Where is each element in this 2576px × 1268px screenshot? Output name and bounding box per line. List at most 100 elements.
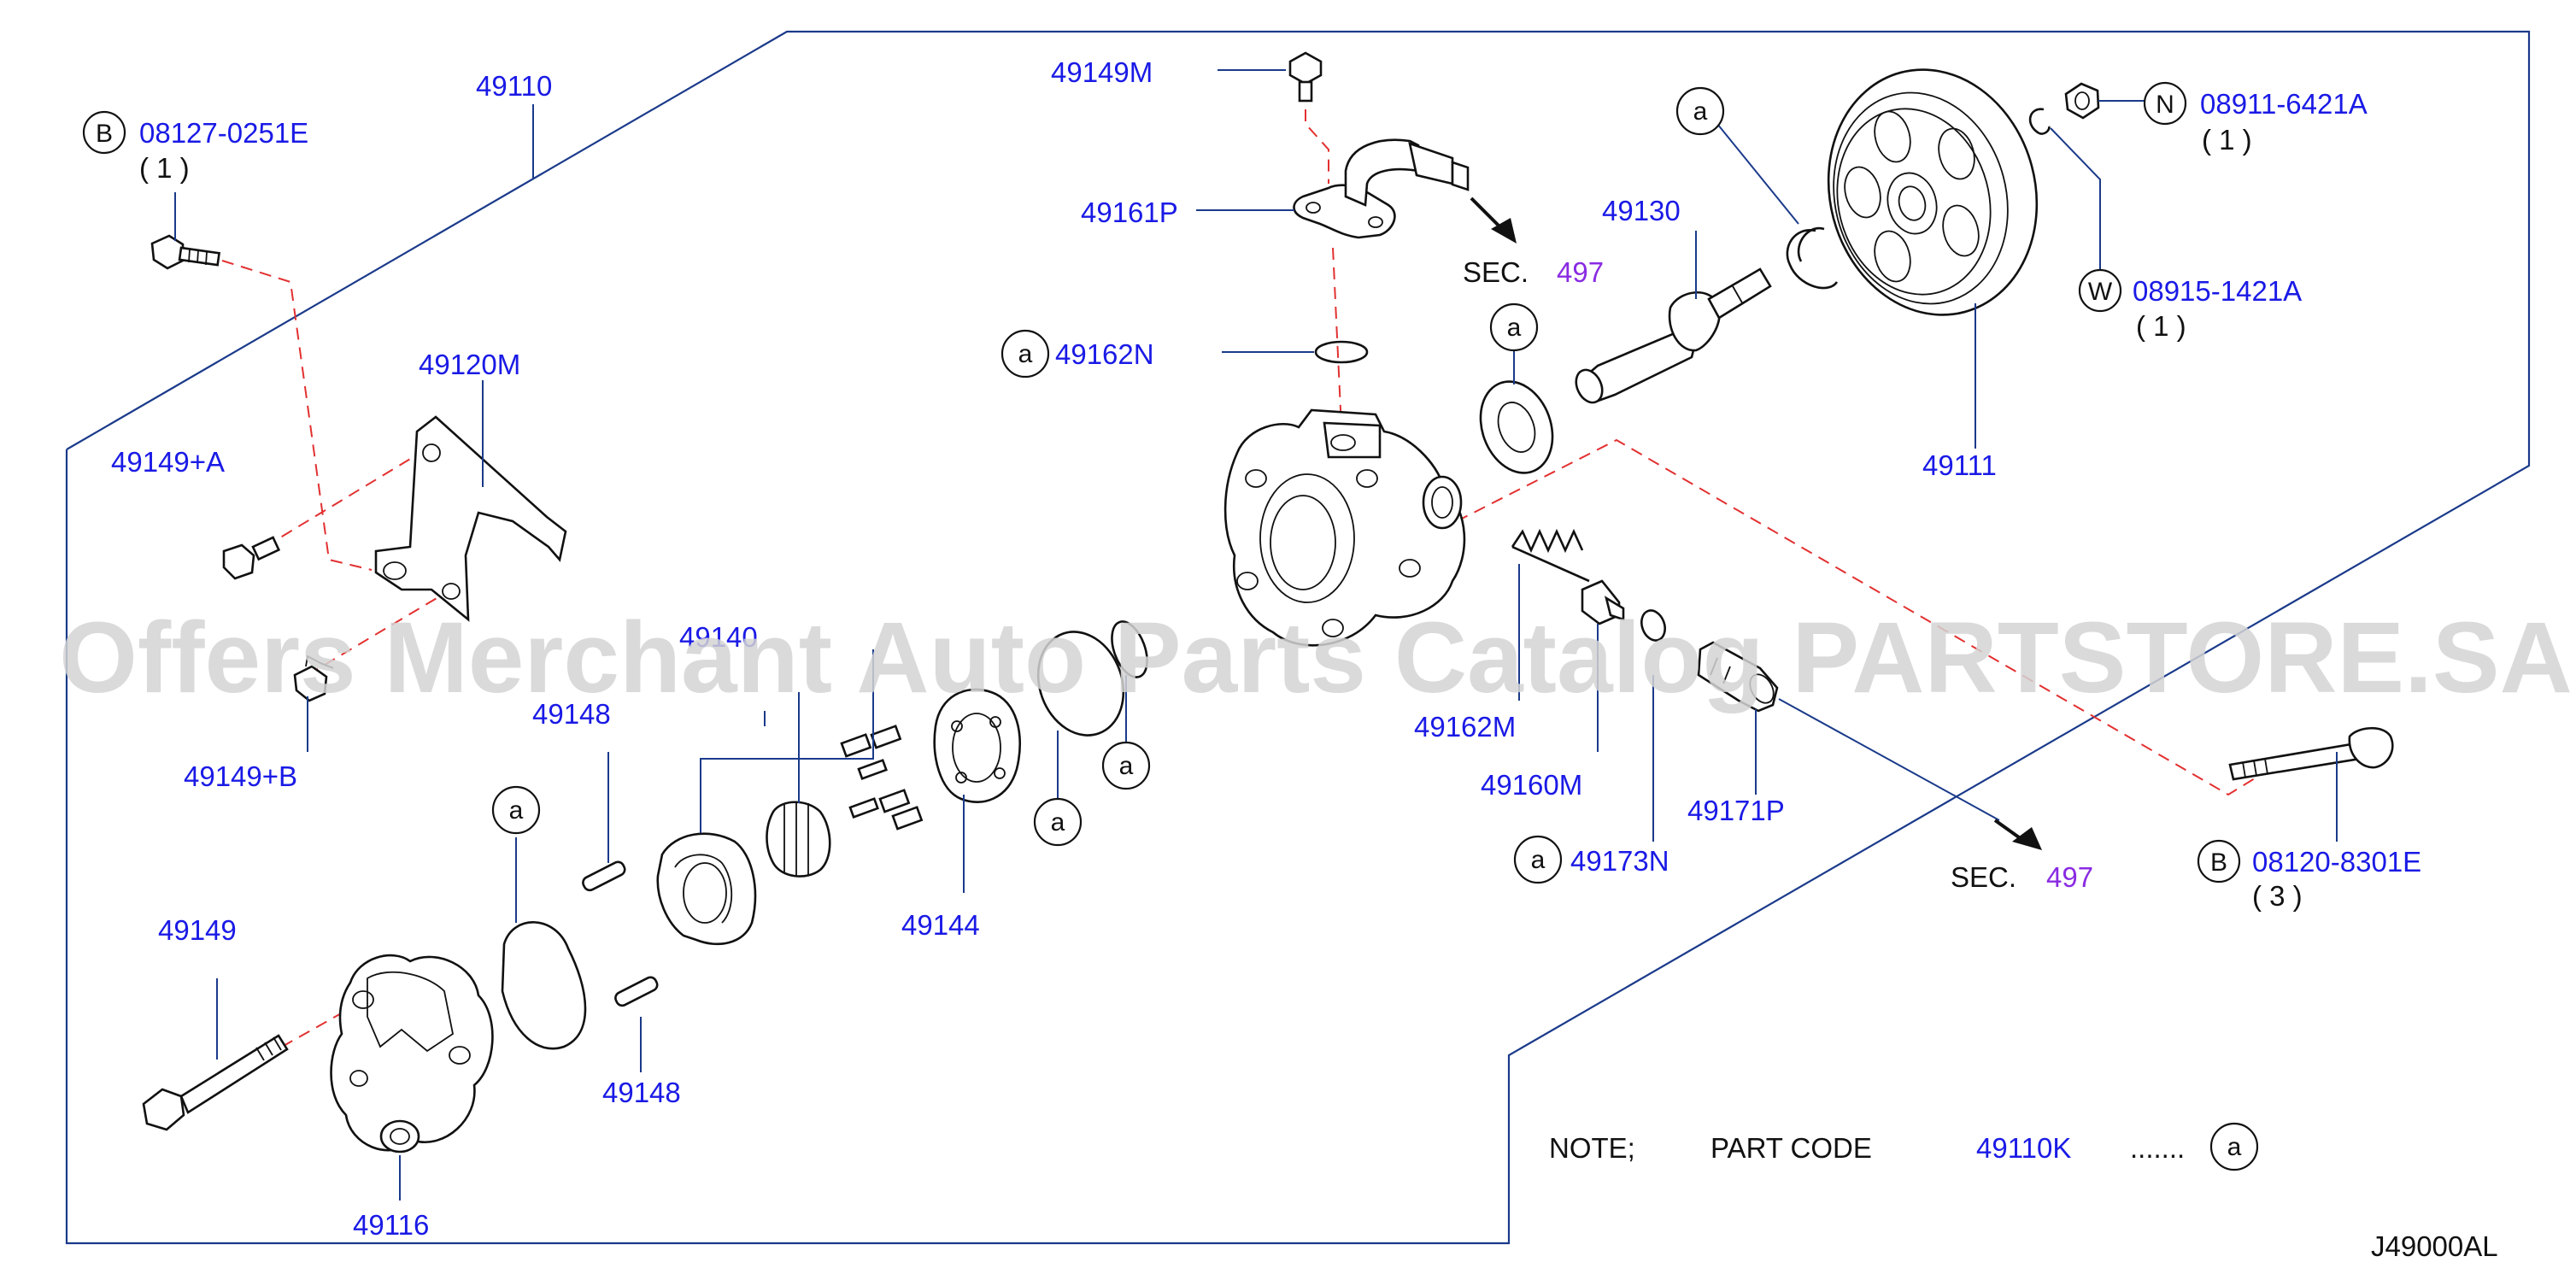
callout-n-08911: N: [2143, 81, 2187, 126]
label-49161p[interactable]: 49161P: [1081, 197, 1178, 228]
spring-49162m-icon[interactable]: [1511, 528, 1590, 583]
qty-08911-6421a: ( 1 ): [2202, 124, 2252, 156]
label-49162m[interactable]: 49162M: [1414, 711, 1516, 743]
rotor-icon[interactable]: [766, 801, 831, 878]
label-49173n[interactable]: 49173N: [1570, 845, 1669, 877]
svg-text:a: a: [1018, 340, 1033, 368]
callout-a-oil-seal: a: [1489, 302, 1539, 352]
label-49130[interactable]: 49130: [1602, 195, 1681, 226]
bolt-49149-icon[interactable]: [142, 1034, 289, 1131]
svg-text:N: N: [2156, 91, 2174, 119]
label-49110[interactable]: 49110: [476, 70, 552, 102]
diagram-code: J49000AL: [2371, 1230, 2498, 1262]
clip-49149b-icon[interactable]: [293, 655, 334, 752]
svg-text:.......: .......: [2130, 1132, 2185, 1164]
callout-a-o-ring-large: a: [1033, 797, 1083, 847]
svg-text:497: 497: [1557, 256, 1604, 288]
label-49140[interactable]: 49140: [679, 621, 758, 653]
callout-a-snap-ring: a: [1675, 86, 1725, 136]
label-49171p[interactable]: 49171P: [1687, 795, 1785, 826]
label-49162n[interactable]: 49162N: [1055, 338, 1154, 370]
nut-08911-icon[interactable]: [2064, 82, 2100, 120]
callout-w-08915: W: [2078, 268, 2122, 313]
label-49144[interactable]: 49144: [901, 909, 980, 941]
svg-text:W: W: [2088, 278, 2113, 306]
label-08127-0251e[interactable]: 08127-0251E: [139, 117, 308, 149]
bolt-08120-icon[interactable]: [2228, 726, 2394, 781]
o-ring-small-icon[interactable]: [1105, 617, 1153, 682]
svg-text:SEC.: SEC.: [1951, 861, 2016, 893]
label-49149b[interactable]: 49149+B: [184, 760, 297, 792]
svg-text:a: a: [1531, 846, 1546, 874]
leader-snap-ring: [1716, 123, 1799, 225]
pipe-49161p-icon[interactable]: [1293, 138, 1470, 239]
bolt-49149m-icon[interactable]: [1288, 51, 1323, 103]
leader-49140: [700, 649, 874, 833]
connector-49171p-icon[interactable]: [1697, 641, 1779, 713]
label-08120-8301e[interactable]: 08120-8301E: [2252, 846, 2421, 878]
label-49149a[interactable]: 49149+A: [111, 446, 225, 478]
part-code-note: NOTE; PART CODE 49110K .......: [1549, 1132, 2185, 1164]
cam-ring-icon[interactable]: [656, 832, 757, 946]
callout-a-gasket-left: a: [491, 785, 541, 835]
svg-text:a: a: [509, 796, 524, 825]
callout-b-08127: B: [82, 110, 126, 155]
pulley-49111-icon[interactable]: [1802, 46, 2064, 338]
rear-housing-49116-icon[interactable]: [330, 954, 494, 1154]
callout-a-note: a: [2209, 1122, 2259, 1171]
pump-body-icon[interactable]: [1223, 408, 1466, 647]
qty-08127-0251e: ( 1 ): [139, 152, 190, 184]
callout-a-o-ring-small: a: [1101, 741, 1151, 790]
washer-08915-icon[interactable]: [2028, 108, 2051, 135]
snap-ring-icon[interactable]: [1786, 226, 1839, 290]
label-49111[interactable]: 49111: [1922, 449, 1997, 481]
o-ring-large-icon[interactable]: [1024, 619, 1138, 747]
pin-49148-upper-icon[interactable]: [581, 860, 627, 892]
svg-text:a: a: [2227, 1133, 2242, 1161]
section-ref-lower[interactable]: SEC. 497: [1951, 861, 2093, 893]
svg-text:SEC.: SEC.: [1463, 256, 1529, 288]
svg-text:B: B: [96, 120, 113, 148]
qty-08915-1421a: ( 1 ): [2136, 310, 2186, 342]
label-49120m[interactable]: 49120M: [419, 349, 520, 380]
svg-text:a: a: [1051, 808, 1065, 837]
svg-text:497: 497: [2046, 861, 2093, 893]
svg-text:a: a: [1507, 314, 1522, 342]
label-49149m[interactable]: 49149M: [1051, 56, 1153, 88]
pin-49148-lower-icon[interactable]: [613, 975, 660, 1007]
section-ref-upper[interactable]: SEC. 497: [1463, 256, 1604, 288]
svg-text:PART CODE: PART CODE: [1710, 1132, 1872, 1164]
bolt-08127-icon[interactable]: [150, 234, 221, 270]
label-49160m[interactable]: 49160M: [1481, 769, 1582, 801]
dashed-alignment-lines: [221, 90, 2278, 1048]
o-ring-49173n-icon[interactable]: [1638, 608, 1669, 644]
label-49148-upper[interactable]: 49148: [532, 698, 611, 730]
valve-49160m-icon[interactable]: [1581, 579, 1625, 625]
bolt-49149a-icon[interactable]: [222, 536, 281, 580]
callout-a-49162n: a: [1000, 329, 1050, 379]
vanes-icon[interactable]: [840, 725, 924, 831]
callout-b-08120: B: [2197, 839, 2241, 883]
arrow-sec-497-upper-icon: [1470, 197, 1517, 244]
gasket-left-icon[interactable]: [501, 921, 587, 1050]
label-49116[interactable]: 49116: [353, 1209, 429, 1241]
leader-washer-08915: [2050, 127, 2101, 291]
assembly-frame: [65, 30, 2531, 1245]
label-08911-6421a[interactable]: 08911-6421A: [2200, 88, 2368, 120]
side-plate-49144-icon[interactable]: [933, 688, 1022, 803]
watermark: Offers Merchant Auto Parts Catalog PARTS…: [59, 602, 2573, 714]
svg-text:a: a: [1119, 752, 1134, 780]
svg-text:NOTE;: NOTE;: [1549, 1132, 1635, 1164]
svg-text:a: a: [1693, 97, 1708, 126]
label-08915-1421a[interactable]: 08915-1421A: [2133, 275, 2302, 307]
shaft-49130-icon[interactable]: [1571, 267, 1772, 407]
oil-seal-icon[interactable]: [1469, 372, 1565, 484]
arrow-sec-497-lower-icon: [1993, 819, 2042, 850]
o-ring-49162n-icon[interactable]: [1314, 340, 1369, 364]
label-49149[interactable]: 49149: [158, 914, 237, 946]
svg-text:49110K: 49110K: [1976, 1132, 2071, 1164]
bracket-49120m-icon[interactable]: [374, 415, 567, 622]
label-49148-lower[interactable]: 49148: [602, 1077, 681, 1108]
qty-08120-8301e: ( 3 ): [2252, 880, 2303, 912]
